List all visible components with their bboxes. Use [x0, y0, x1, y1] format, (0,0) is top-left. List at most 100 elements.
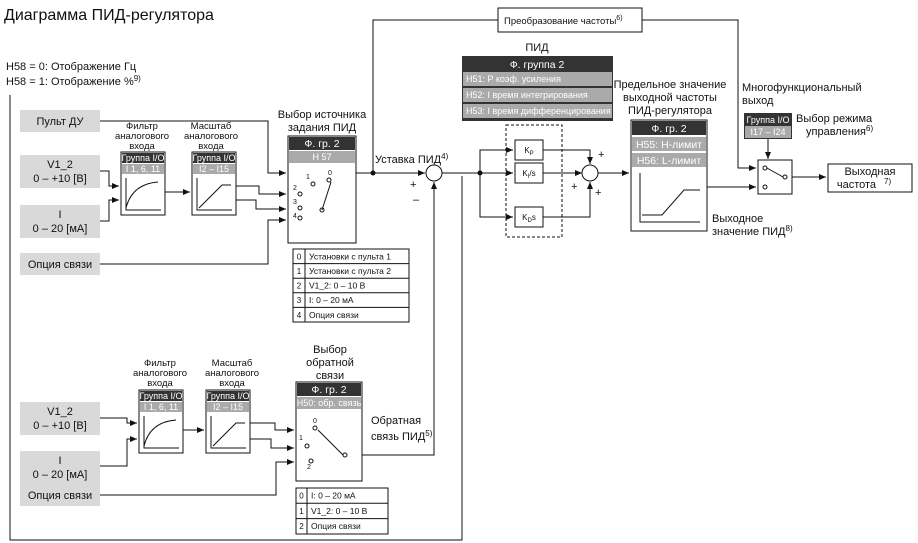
fb-switch-arm — [317, 429, 344, 456]
setpoint-label: Уставка ПИД4) — [375, 152, 449, 166]
freq-conv-block — [497, 7, 643, 33]
wire-v1-to-filter — [100, 170, 119, 189]
v1-input-name-bottom: V1_2 — [47, 406, 73, 418]
filter-curve-bottom — [143, 416, 179, 449]
comm-input-label-bottom: Опция связи — [28, 490, 92, 502]
filter-label-top-1: Фильтр — [126, 121, 158, 132]
i-input-box-bottom — [20, 451, 100, 484]
src-opt-num-4: 4 — [297, 311, 302, 320]
scale-label-bottom-3: входа — [219, 378, 245, 389]
limit-graph — [639, 173, 700, 223]
fb-sel-param-bg — [297, 397, 361, 409]
limit-param-h: H55: H-лимит — [636, 139, 702, 151]
wire-comm-to-src — [100, 217, 286, 265]
filter-group-header-top — [122, 153, 164, 163]
fb-num-2: 2 — [307, 464, 311, 471]
fb-contact-1 — [304, 443, 310, 449]
src-opt-num-0: 0 — [297, 253, 302, 262]
scale-label-bottom-1: Масштаб — [212, 358, 253, 369]
pid-group: Ф. группа 2 — [510, 59, 565, 71]
src-sel-param: H 57 — [312, 152, 331, 162]
src-opt-num-2: 2 — [297, 282, 302, 291]
remote-input-box — [20, 110, 100, 132]
filter-label-top-2: аналогового — [115, 131, 169, 142]
scale-param-bg-top — [193, 164, 235, 174]
filter-label-bottom-2: аналогового — [133, 368, 187, 379]
mode-label-1: Выбор режима — [796, 113, 873, 125]
limit-label-1: Предельное значение — [614, 79, 727, 91]
fb-num-1: 1 — [299, 435, 303, 442]
pid-dashed-group — [505, 124, 563, 238]
src-opt-num-3: 3 — [297, 296, 302, 305]
scale-label-bottom-2: аналогового — [205, 368, 259, 379]
filter-param-bg-bottom — [140, 402, 182, 412]
output-frequency-box — [827, 163, 913, 193]
filter-param-bottom: I 1, 6, 11 — [144, 402, 178, 412]
limit-param-l: H56: L-лимит — [637, 155, 702, 167]
i-input-range-bottom: 0 – 20 [мА] — [33, 469, 88, 481]
v1-input-box-top — [20, 155, 100, 188]
pid-param-bg-1 — [463, 72, 612, 86]
fb-num-0: 0 — [313, 418, 317, 425]
filter-param-top: I 1, 6, 11 — [126, 164, 160, 174]
src-sel-label-1: Выбор источника — [278, 109, 367, 121]
scale-param-bg-bottom — [207, 402, 249, 412]
i-input-range-top: 0 – 20 [мА] — [33, 223, 88, 235]
limit-label-3: ПИД-регулятора — [628, 105, 713, 117]
filter-curve-top — [125, 178, 161, 211]
filter-group-bottom: Группа I/O — [139, 391, 182, 401]
multi-output-label-2: выход — [742, 95, 774, 107]
multi-param: I17 – I24 — [750, 127, 785, 137]
multi-output-label-1: Многофункциональный — [742, 82, 862, 94]
switch-arm — [766, 167, 784, 178]
wire-scale-to-fb-2 — [250, 438, 294, 451]
filter-label-bottom-3: входа — [147, 378, 173, 389]
src-opt-text-3: I: 0 – 20 мА — [309, 295, 354, 305]
wire-kp-to-sum — [543, 149, 593, 164]
src-opt-text-4: Опция связи — [309, 310, 359, 320]
src-num-1: 1 — [306, 174, 310, 181]
h58-note-percent: H58 = 1: Отображение %9) — [6, 74, 141, 88]
wire-split-kp — [479, 147, 513, 173]
v1-input-box-bottom — [20, 402, 100, 435]
src-contact-2 — [297, 191, 303, 197]
limit-param-bg-1 — [632, 137, 706, 151]
fb-sel-label-1: Выбор — [313, 344, 347, 356]
src-sel-label-2: задания ПИД — [288, 122, 357, 134]
wire-i-to-filter-bottom — [100, 436, 137, 467]
scale-group-bottom: Группа I/O — [206, 391, 249, 401]
freq-conv-label: Преобразование частоты6) — [504, 15, 623, 27]
scale-param-top: I2 – I15 — [199, 164, 229, 174]
src-switch-arm — [321, 181, 332, 211]
switch-contact-bottom — [762, 184, 768, 190]
limit-group-bg — [632, 121, 706, 135]
kd-block — [514, 206, 544, 228]
src-opt-text-0: Установки с пульта 1 — [309, 252, 391, 262]
wire-scale-to-fb-1 — [250, 422, 294, 433]
sum2-plus-top: + — [598, 149, 604, 161]
switch-output-contact — [782, 174, 788, 180]
fb-opt-num-0: 0 — [299, 492, 304, 501]
scale-group-header-top — [193, 153, 235, 163]
filter-param-bg-top — [122, 164, 164, 174]
limit-block — [630, 119, 708, 232]
fb-options-table — [295, 487, 389, 535]
limit-group: Ф. гр. 2 — [651, 123, 686, 135]
scale-group-top: Группа I/O — [192, 153, 235, 163]
src-contact-3 — [297, 205, 303, 211]
ki-label: KI/s — [522, 169, 535, 180]
scale-graph-bottom — [210, 416, 246, 449]
filter-group-header-bottom — [140, 391, 182, 401]
wire-remote — [100, 120, 286, 176]
scale-label-top-2: аналогового — [184, 131, 238, 142]
src-opt-num-1: 1 — [297, 267, 302, 276]
pid-param-bg-3 — [463, 104, 612, 118]
scale-group-header-bottom — [207, 391, 249, 401]
wire-split-kd — [479, 173, 513, 220]
feedback-label-2: связь ПИД5) — [371, 429, 433, 443]
src-num-3: 3 — [293, 199, 297, 206]
src-contact-0 — [326, 177, 332, 183]
pid-output-label-2: значение ПИД8) — [712, 224, 793, 238]
